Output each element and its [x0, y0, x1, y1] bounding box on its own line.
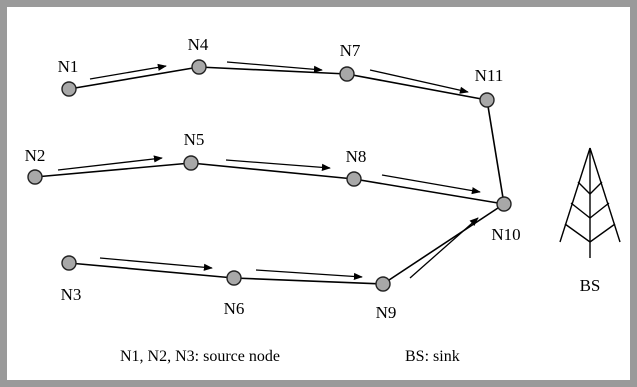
flow-arrow-8 — [255, 269, 363, 281]
flow-arrow-2 — [226, 61, 323, 73]
link-n11-n10 — [486, 99, 505, 205]
link-n1-n4 — [68, 66, 200, 90]
node-n3 — [61, 255, 77, 271]
node-label-n10: N10 — [491, 225, 520, 244]
link-n3-n6 — [68, 262, 235, 279]
flow-arrow-5 — [225, 159, 331, 171]
node-label-n1: N1 — [58, 57, 79, 76]
flow-arrow-3 — [369, 69, 469, 94]
node-n4 — [191, 59, 207, 75]
node-n2 — [27, 169, 43, 185]
base-station-icon — [559, 147, 621, 258]
node-label-n7: N7 — [340, 41, 361, 60]
link-n6-n9 — [233, 277, 384, 285]
node-label-n2: N2 — [25, 146, 46, 165]
node-n9 — [375, 276, 391, 292]
link-n5-n8 — [190, 162, 355, 180]
node-label-n5: N5 — [184, 130, 205, 149]
node-n11 — [479, 92, 495, 108]
link-n8-n10 — [353, 178, 505, 205]
legend-source-nodes: N1, N2, N3: source node — [120, 348, 280, 365]
node-n10 — [496, 196, 512, 212]
link-n4-n7 — [198, 66, 348, 75]
flow-arrow-4 — [57, 155, 163, 171]
node-n7 — [339, 66, 355, 82]
link-n9-n10 — [382, 203, 505, 285]
link-n2-n5 — [34, 162, 192, 178]
node-n8 — [346, 171, 362, 187]
node-n1 — [61, 81, 77, 97]
node-label-n11: N11 — [475, 66, 504, 85]
link-n7-n11 — [346, 73, 488, 101]
sink-label: BS — [580, 276, 601, 295]
arrows-layer — [57, 61, 481, 281]
node-n6 — [226, 270, 242, 286]
node-n5 — [183, 155, 199, 171]
nodes-layer — [27, 59, 512, 292]
flow-arrow-9 — [409, 217, 479, 279]
legend-sink: BS: sink — [405, 348, 460, 365]
flow-arrow-6 — [381, 174, 481, 195]
node-label-n4: N4 — [188, 35, 209, 54]
edges-layer — [34, 66, 505, 285]
flow-arrow-7 — [99, 257, 213, 271]
node-label-n9: N9 — [376, 303, 397, 322]
node-label-n8: N8 — [346, 147, 367, 166]
node-label-n6: N6 — [224, 299, 245, 318]
flow-arrow-1 — [89, 63, 167, 80]
node-label-n3: N3 — [61, 285, 82, 304]
